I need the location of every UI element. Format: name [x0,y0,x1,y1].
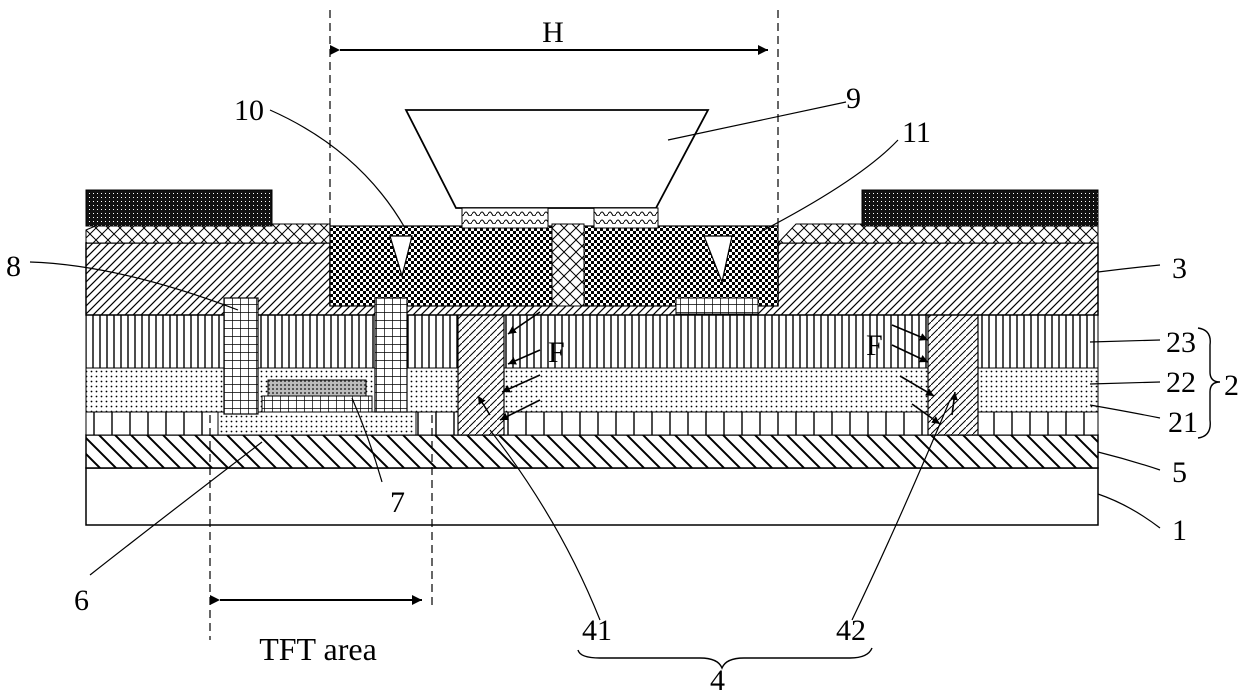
retaining-wall-41 [458,304,504,435]
label-6: 6 [74,584,89,617]
tft-active-region [218,412,416,435]
label-4: 4 [710,664,725,694]
label-7: 7 [390,486,405,519]
label-41: 41 [582,614,612,647]
label-2: 2 [1224,369,1239,402]
force-label-left: F [548,336,565,369]
electrode-gap [552,224,584,306]
label-23: 23 [1166,326,1196,359]
label-9: 9 [846,82,861,115]
brace-layer-4 [578,648,872,668]
via-8-right [375,298,407,412]
retaining-wall-42 [928,304,978,435]
brace-layer-2 [1198,328,1220,438]
force-label-right: F [866,329,883,362]
buffer-layer-5 [86,435,1098,468]
via-11-connector [676,298,758,314]
label-21: 21 [1168,406,1198,439]
label-10: 10 [234,94,264,127]
label-1: 1 [1172,514,1187,547]
chip-bump-left [462,208,548,228]
substrate-layer-1 [86,468,1098,525]
bond-electrode-11 [584,226,778,306]
led-chip-9 [406,110,708,208]
label-42: 42 [836,614,866,647]
label-22: 22 [1166,366,1196,399]
tft-area-caption: TFT area [259,631,377,667]
gate-electrode-7 [268,380,366,396]
black-pad-right [862,190,1098,226]
gate-insulator [262,396,372,412]
label-8: 8 [6,250,21,283]
chip-bump-right [594,208,658,228]
bond-electrode-10 [330,226,552,306]
black-pad-left [86,190,272,226]
via-8-left [224,298,258,414]
label-3: 3 [1172,252,1187,285]
dimension-h-label: H [542,16,564,49]
label-5: 5 [1172,456,1187,489]
label-11: 11 [902,116,931,149]
